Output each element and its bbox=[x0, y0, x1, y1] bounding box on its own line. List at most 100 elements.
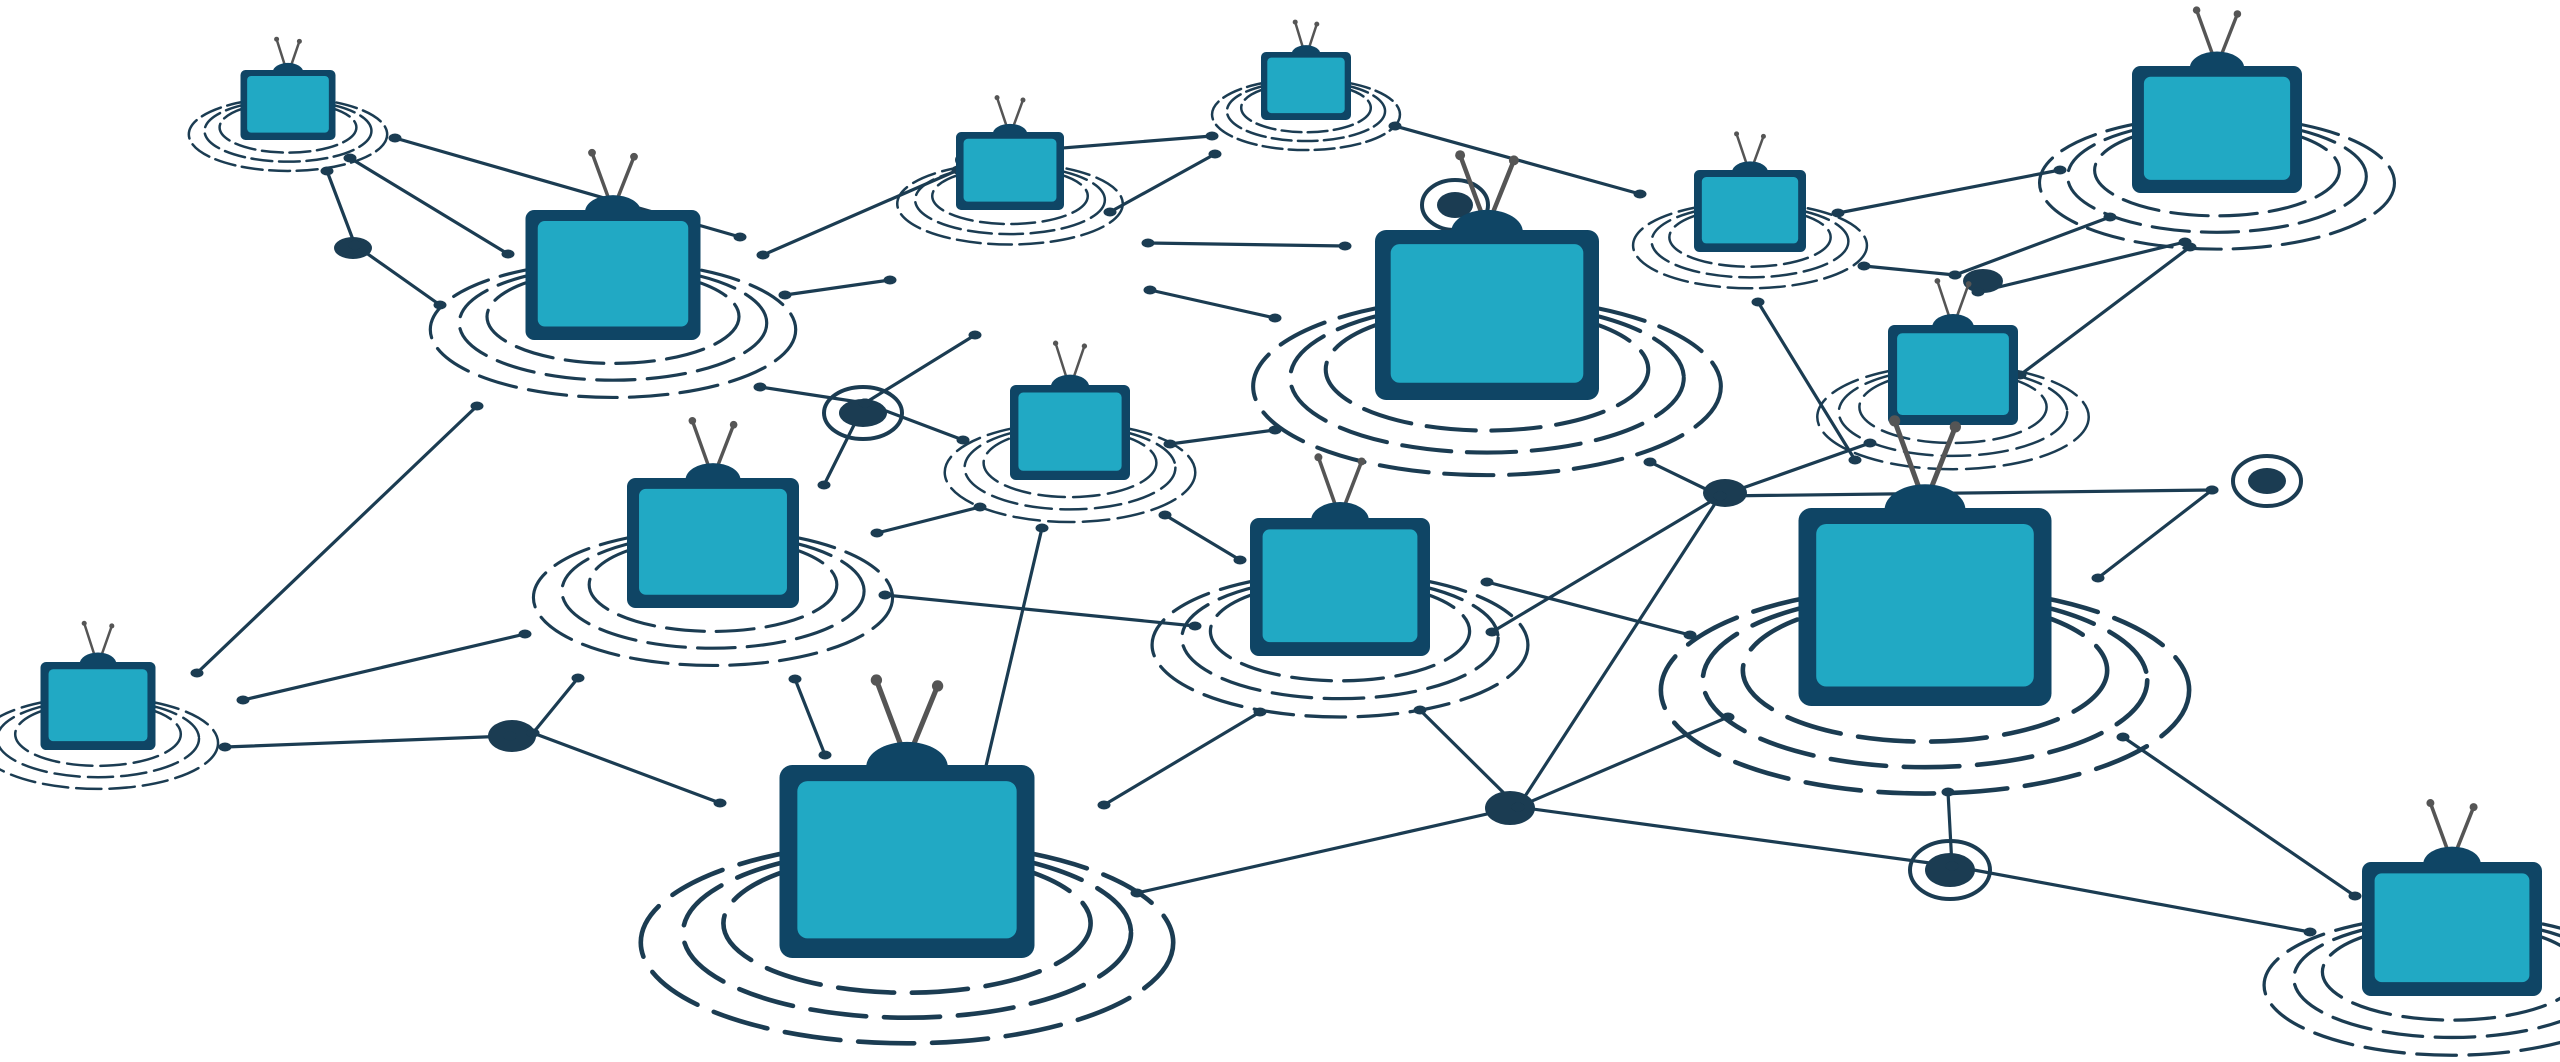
television-icon bbox=[1250, 453, 1430, 656]
endpoint-dot-icon bbox=[753, 382, 767, 392]
tv-screen bbox=[639, 488, 787, 595]
antenna-left bbox=[873, 677, 907, 756]
antenna-right bbox=[1307, 22, 1319, 50]
connection-line bbox=[353, 243, 442, 307]
endpoint-dot-icon bbox=[518, 629, 532, 639]
antenna-right bbox=[289, 40, 301, 68]
antenna-tip bbox=[1734, 131, 1740, 137]
endpoint-dot-icon bbox=[1253, 707, 1267, 717]
endpoint-dot-icon bbox=[956, 435, 970, 445]
connection-line bbox=[2018, 245, 2192, 377]
antenna-tip bbox=[1934, 278, 1941, 284]
antenna-left bbox=[82, 622, 97, 658]
antenna-tip bbox=[2426, 799, 2435, 808]
endpoint-dot-icon bbox=[1713, 491, 1727, 501]
endpoint-dot-icon bbox=[1683, 630, 1697, 640]
antenna-tip bbox=[1020, 97, 1026, 103]
endpoint-dot-icon bbox=[348, 240, 362, 250]
hub-ring bbox=[822, 385, 904, 441]
endpoint-dot-icon bbox=[778, 290, 792, 300]
antenna-right bbox=[1925, 424, 1958, 499]
antenna-tip bbox=[1314, 21, 1320, 27]
antenna-tip bbox=[274, 36, 280, 42]
endpoint-dot-icon bbox=[1751, 297, 1765, 307]
endpoint-dot-icon bbox=[503, 731, 517, 741]
tv-screen bbox=[797, 781, 1017, 939]
endpoint-dot-icon bbox=[501, 249, 515, 259]
endpoint-dot-icon bbox=[1945, 861, 1959, 871]
television-icon bbox=[2362, 799, 2542, 996]
endpoint-dot-icon bbox=[713, 798, 727, 808]
endpoint-dot-icon bbox=[2116, 732, 2130, 742]
antenna-tip bbox=[1949, 421, 1961, 433]
connection-line bbox=[348, 156, 510, 256]
television-icon bbox=[1010, 340, 1130, 480]
antenna-tip bbox=[1052, 340, 1059, 346]
connection-line bbox=[2096, 488, 2214, 580]
antenna-left bbox=[1293, 20, 1305, 50]
antenna-tip bbox=[2233, 10, 2242, 18]
connection-line bbox=[1718, 441, 1872, 498]
endpoint-dot-icon bbox=[2205, 485, 2219, 495]
antenna-tip bbox=[1081, 343, 1088, 349]
endpoint-dot-icon bbox=[190, 668, 204, 678]
hub-node-icon bbox=[1703, 479, 1747, 507]
antenna-left bbox=[1735, 132, 1749, 167]
endpoint-dot-icon bbox=[756, 250, 770, 260]
television-icon bbox=[1888, 278, 2018, 425]
tv-screen bbox=[1816, 523, 2034, 687]
endpoint-dot-icon bbox=[1633, 189, 1647, 199]
hub-ring bbox=[1908, 839, 1992, 901]
tv-screen bbox=[537, 221, 689, 327]
endpoint-dot-icon bbox=[218, 742, 232, 752]
endpoint-dot-icon bbox=[1163, 439, 1177, 449]
connection-line bbox=[1953, 215, 2112, 277]
television-icon bbox=[1375, 150, 1599, 400]
television-icon bbox=[2132, 6, 2302, 193]
antenna-tip bbox=[688, 416, 697, 425]
endpoint-dot-icon bbox=[1485, 627, 1499, 637]
antenna-tip bbox=[729, 420, 738, 429]
antenna-tip bbox=[1455, 150, 1466, 161]
connection-line bbox=[1168, 428, 1277, 446]
endpoint-dot-icon bbox=[1857, 261, 1871, 271]
endpoint-dot-icon bbox=[1233, 555, 1247, 565]
connection-line bbox=[1485, 580, 1692, 637]
connection-line bbox=[758, 385, 867, 405]
hub-node-icon bbox=[1437, 192, 1473, 218]
endpoint-dot-icon bbox=[733, 232, 747, 242]
connection-line bbox=[1490, 494, 1722, 634]
endpoint-dot-icon bbox=[2303, 927, 2317, 937]
connection-line bbox=[783, 278, 892, 297]
endpoint-dot-icon bbox=[1208, 149, 1222, 159]
endpoint-dot-icon bbox=[433, 300, 447, 310]
hub-node-icon bbox=[1963, 269, 2003, 293]
endpoint-dot-icon bbox=[1188, 621, 1202, 631]
endpoint-dot-icon bbox=[1141, 238, 1155, 248]
antenna-tip bbox=[1292, 19, 1298, 25]
antenna-left bbox=[275, 37, 287, 68]
antenna-tip bbox=[870, 674, 883, 686]
endpoint-dot-icon bbox=[788, 674, 802, 684]
endpoint-dot-icon bbox=[1971, 287, 1985, 297]
antenna-tip bbox=[2192, 6, 2201, 14]
tv-screen bbox=[1897, 333, 2009, 415]
connection-line bbox=[875, 505, 982, 535]
connection-line bbox=[1976, 240, 2187, 294]
television-icon bbox=[1261, 19, 1351, 120]
connection-line bbox=[793, 677, 827, 757]
connection-line bbox=[1146, 241, 1347, 248]
endpoint-dot-icon bbox=[1268, 313, 1282, 323]
antenna-tip bbox=[1357, 457, 1366, 466]
antenna-tip bbox=[588, 148, 596, 157]
endpoint-dot-icon bbox=[236, 695, 250, 705]
endpoint-dot-icon bbox=[2103, 212, 2117, 222]
tv-screen bbox=[1262, 529, 1418, 643]
connection-line bbox=[1516, 805, 1954, 868]
endpoint-dot-icon bbox=[1413, 705, 1427, 715]
connection-line bbox=[1418, 708, 1520, 809]
endpoint-dot-icon bbox=[1511, 802, 1525, 812]
connection-line bbox=[1148, 288, 1277, 320]
antenna-left bbox=[1892, 418, 1925, 499]
